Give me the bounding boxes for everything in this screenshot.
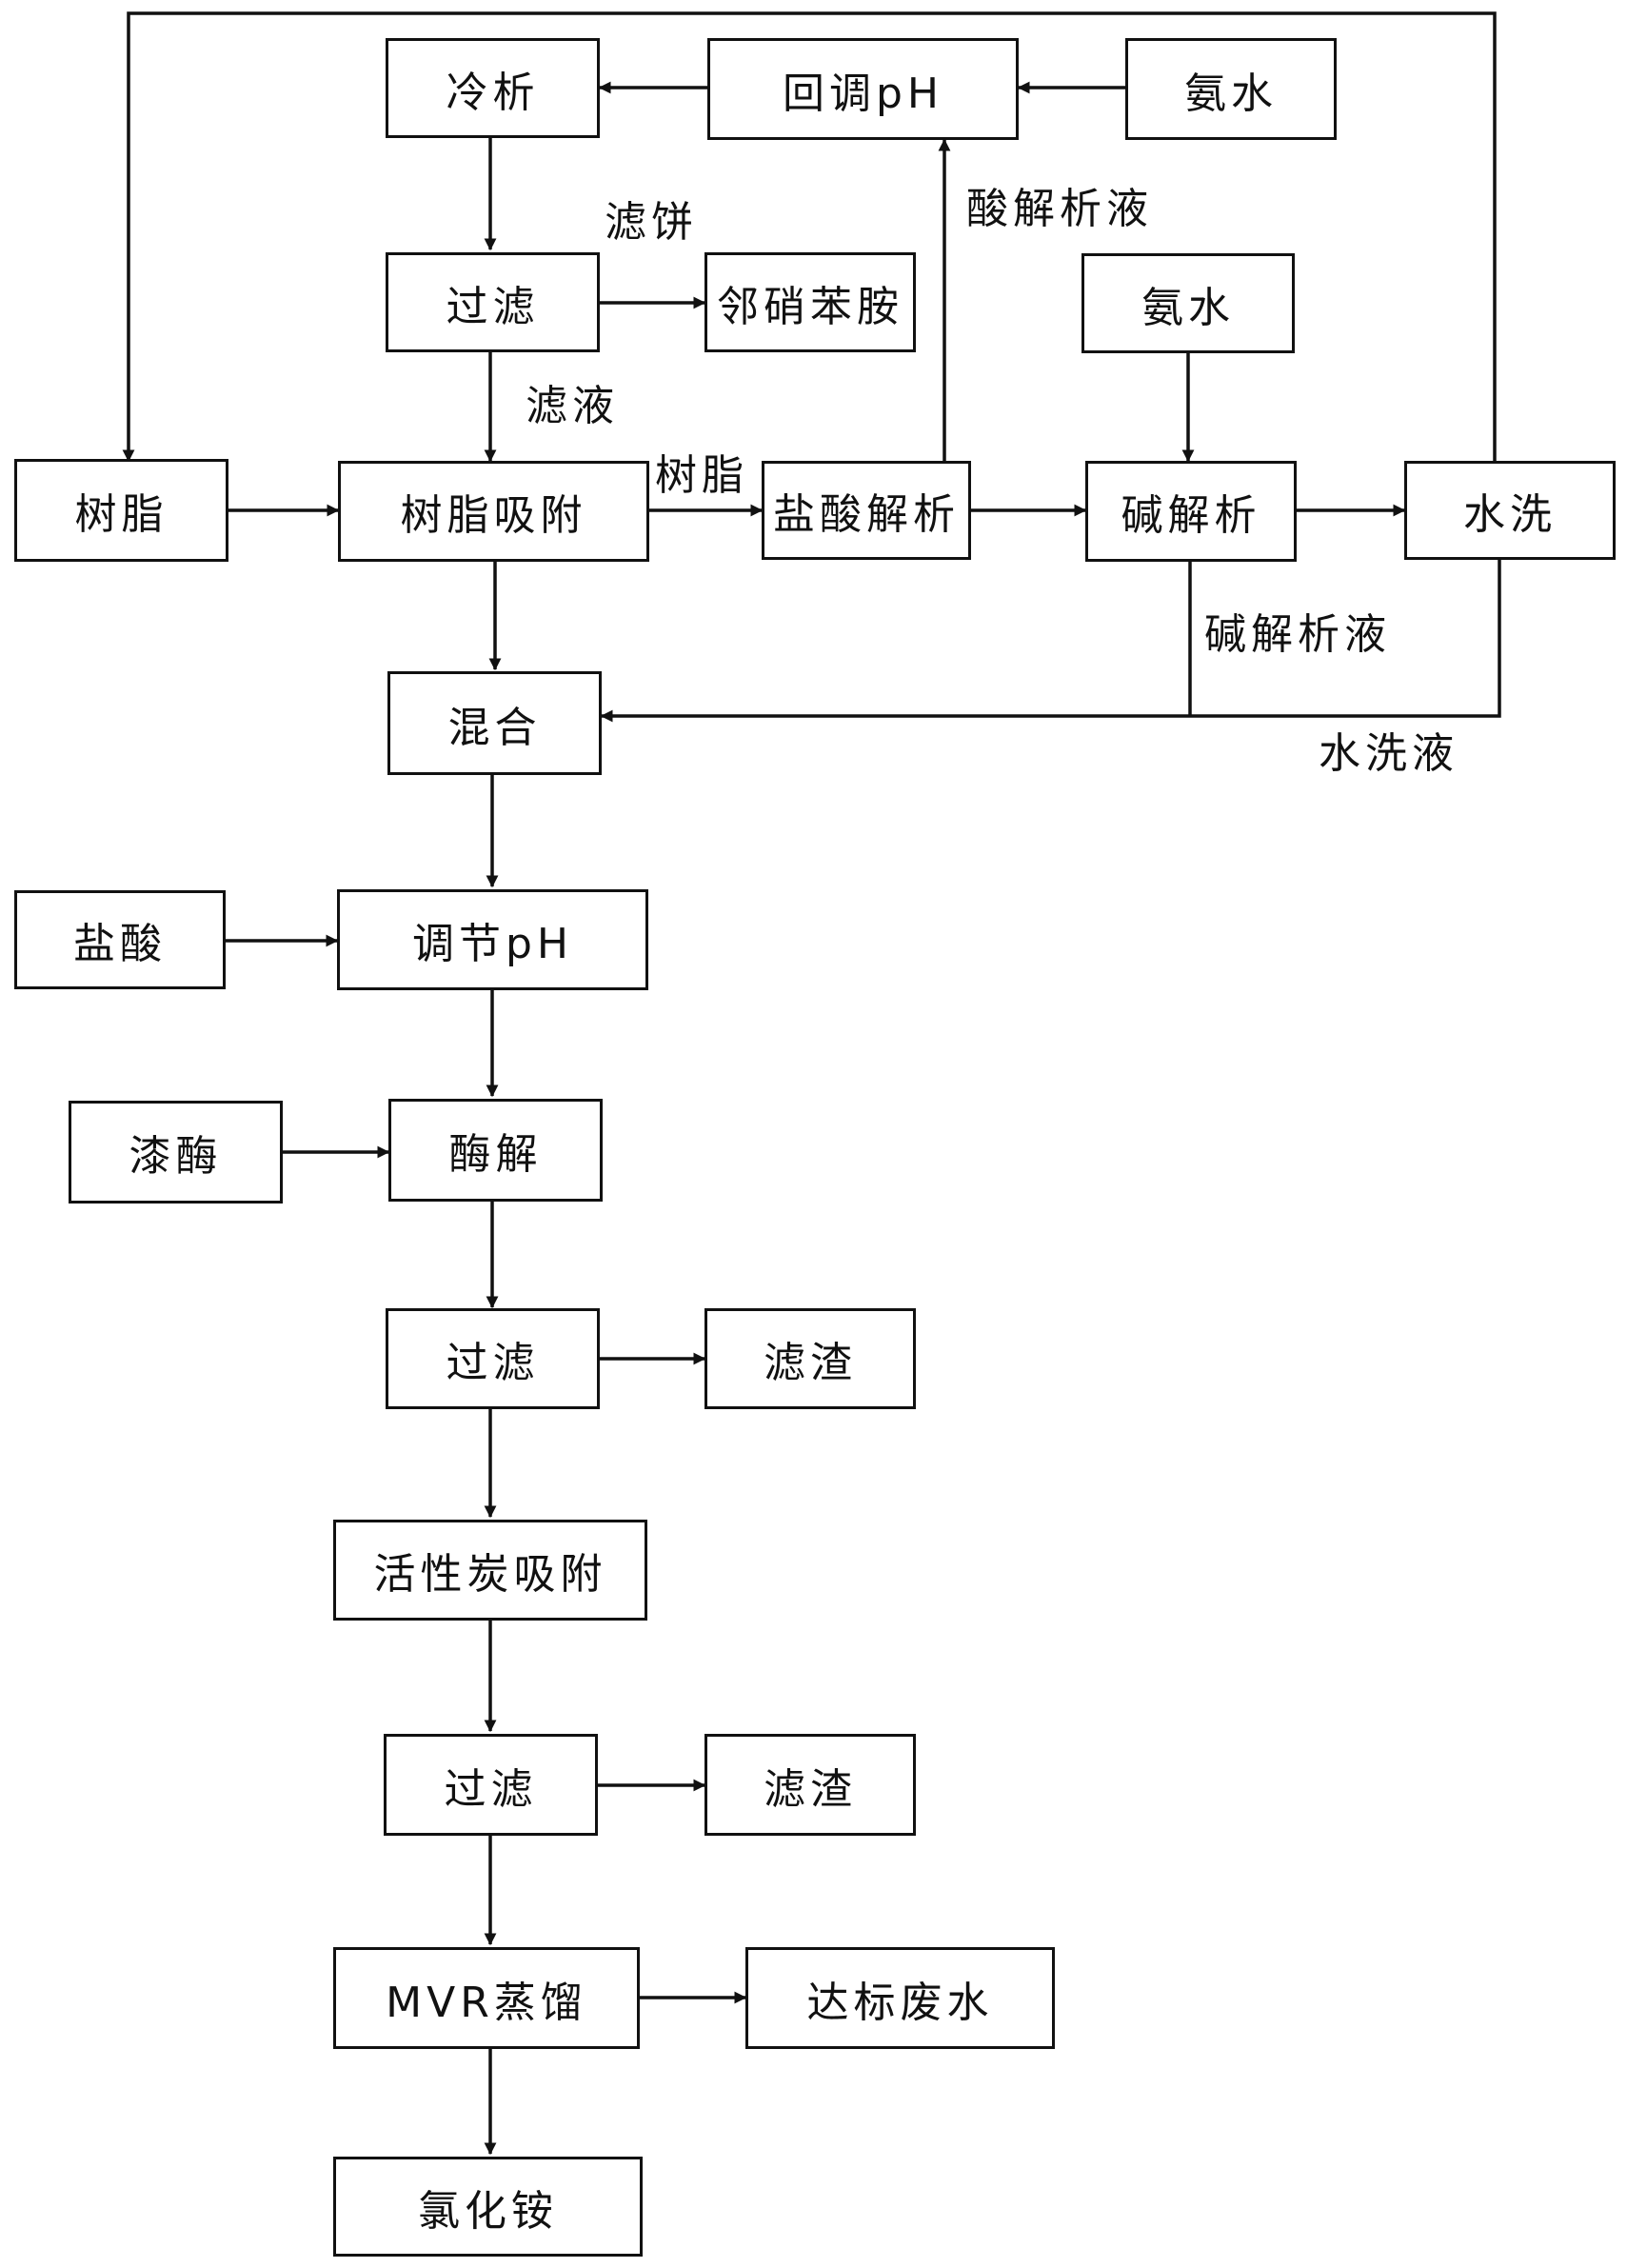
node-hcl-desorption: 盐酸解析 bbox=[762, 461, 971, 560]
node-label: 氨水 bbox=[1141, 283, 1235, 332]
label-filtrate: 滤液 bbox=[526, 382, 619, 430]
node-label: 达标废水 bbox=[806, 1978, 994, 2027]
label-alkali-eluate: 碱解析液 bbox=[1204, 610, 1391, 659]
node-ammonia-mid: 氨水 bbox=[1081, 253, 1295, 353]
node-label: 过滤 bbox=[444, 1764, 538, 1814]
node-label: 水洗 bbox=[1463, 490, 1557, 539]
label-filter-cake: 滤饼 bbox=[605, 198, 698, 247]
node-label: 过滤 bbox=[446, 1339, 540, 1387]
node-label: 盐酸解析 bbox=[773, 490, 960, 539]
node-compliant-wastewater: 达标废水 bbox=[745, 1947, 1055, 2049]
node-mvr-distillation: MVR蒸馏 bbox=[333, 1947, 640, 2049]
node-label: 调节pH bbox=[411, 920, 573, 968]
node-filter-3: 过滤 bbox=[384, 1734, 598, 1836]
node-readjust-ph: 回调pH bbox=[707, 38, 1019, 140]
arrow-wash-loop-to-resin bbox=[122, 11, 1497, 463]
node-resin-adsorption: 树脂吸附 bbox=[338, 461, 649, 562]
node-o-nitroaniline: 邻硝苯胺 bbox=[704, 252, 916, 352]
node-label: 碱解析 bbox=[1121, 491, 1261, 540]
node-label: 混合 bbox=[447, 703, 542, 752]
node-hydrochloric-acid: 盐酸 bbox=[14, 890, 226, 989]
node-label: 滤渣 bbox=[764, 1764, 857, 1814]
node-enzymolysis: 酶解 bbox=[388, 1099, 603, 1202]
node-activated-carbon: 活性炭吸附 bbox=[333, 1520, 647, 1621]
node-label: 盐酸 bbox=[73, 920, 167, 968]
node-label: MVR蒸馏 bbox=[386, 1978, 587, 2027]
node-label: 活性炭吸附 bbox=[373, 1550, 607, 1599]
label-wash-liquid: 水洗液 bbox=[1319, 729, 1458, 778]
label-resin-transfer: 树脂 bbox=[655, 451, 748, 500]
node-ammonium-chloride: 氯化铵 bbox=[333, 2157, 643, 2257]
node-filter-1: 过滤 bbox=[386, 252, 600, 352]
node-water-wash: 水洗 bbox=[1404, 461, 1616, 560]
node-label: 漆酶 bbox=[129, 1132, 223, 1181]
node-label: 氯化铵 bbox=[418, 2186, 558, 2236]
node-cold-crystallize: 冷析 bbox=[386, 38, 600, 138]
node-mixing: 混合 bbox=[387, 671, 602, 775]
node-ammonia-top: 氨水 bbox=[1125, 38, 1337, 140]
node-resin: 树脂 bbox=[14, 459, 228, 562]
node-label: 回调pH bbox=[782, 69, 943, 118]
node-laccase: 漆酶 bbox=[69, 1101, 283, 1204]
node-label: 冷析 bbox=[446, 68, 540, 117]
node-residue-1: 滤渣 bbox=[704, 1308, 916, 1409]
node-label: 邻硝苯胺 bbox=[717, 282, 903, 331]
node-label: 滤渣 bbox=[764, 1339, 857, 1387]
arrow-wash-liquid-to-mixing bbox=[600, 560, 1501, 723]
label-acid-eluate: 酸解析液 bbox=[966, 185, 1153, 233]
node-adjust-ph: 调节pH bbox=[337, 889, 648, 990]
node-label: 氨水 bbox=[1184, 69, 1278, 118]
node-label: 树脂吸附 bbox=[400, 491, 587, 540]
node-label: 酶解 bbox=[448, 1130, 543, 1179]
node-alkali-desorption: 碱解析 bbox=[1085, 461, 1297, 562]
node-filter-2: 过滤 bbox=[386, 1308, 600, 1409]
node-residue-2: 滤渣 bbox=[704, 1734, 916, 1836]
node-label: 过滤 bbox=[446, 282, 540, 331]
node-label: 树脂 bbox=[74, 490, 169, 539]
